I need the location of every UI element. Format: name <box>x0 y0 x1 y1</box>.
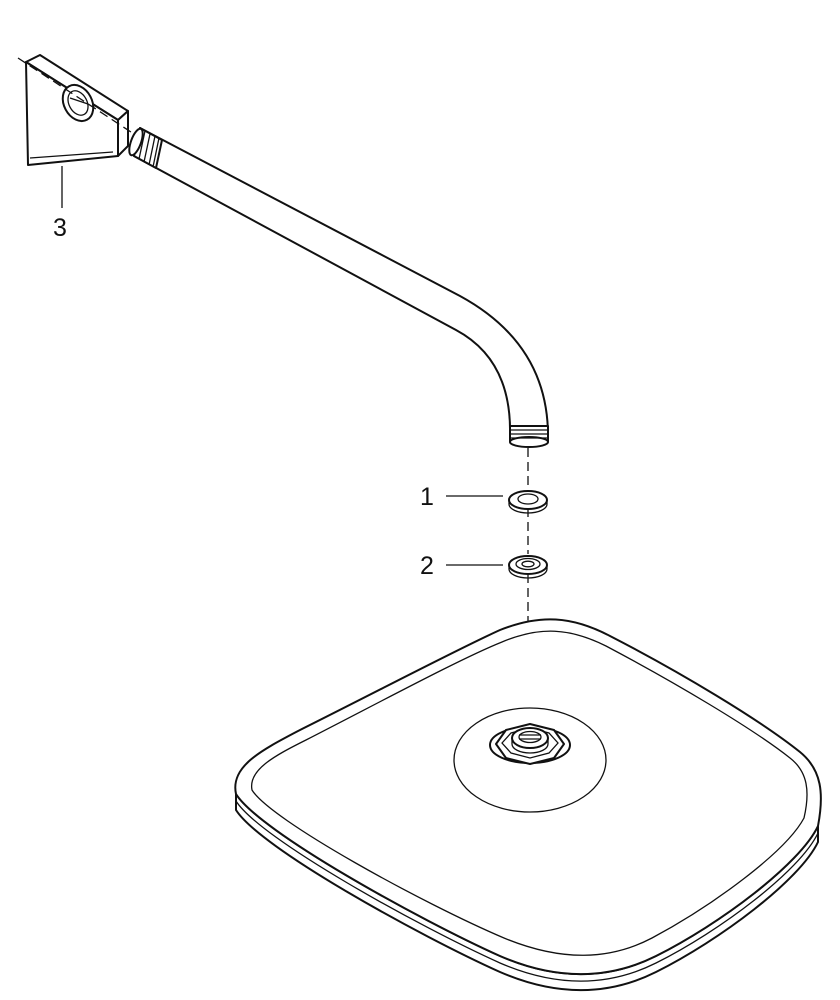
wall-flange <box>25 54 129 166</box>
head-shower <box>234 618 822 992</box>
arm-outlet-thread <box>509 425 549 448</box>
callout-1: 1 <box>420 483 434 511</box>
arm-wall-thread <box>128 127 163 169</box>
seal-washer <box>508 490 548 514</box>
flange-axis-line <box>17 57 135 135</box>
callout-3: 3 <box>53 214 67 242</box>
filter-screen <box>508 555 548 579</box>
callout-2: 2 <box>420 552 434 580</box>
shower-arm <box>128 127 549 448</box>
connection-dome <box>453 707 607 813</box>
hex-connector <box>489 723 571 765</box>
